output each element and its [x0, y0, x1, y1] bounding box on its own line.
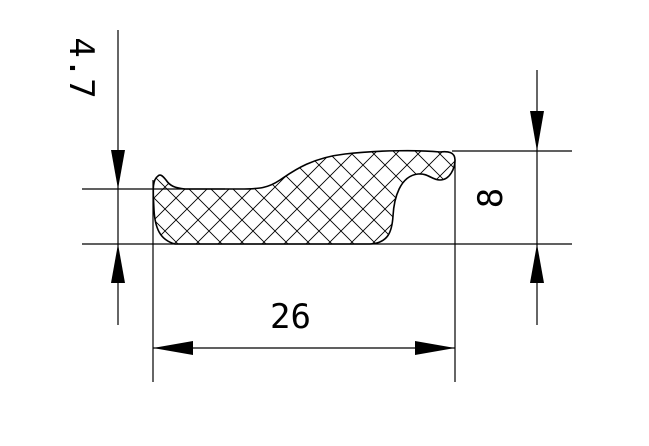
width-arrow-right: [415, 341, 455, 355]
offset-arrow-bottom: [111, 244, 125, 283]
seal-profile: [152, 149, 456, 245]
width-arrow-left: [153, 341, 193, 355]
height-label: 8: [471, 188, 511, 208]
width-label: 26: [270, 297, 311, 337]
height-arrow-bottom: [530, 244, 544, 283]
height-arrow-top: [530, 111, 544, 151]
offset-arrow-top: [111, 150, 125, 189]
offset-label: 4.7: [61, 37, 101, 98]
